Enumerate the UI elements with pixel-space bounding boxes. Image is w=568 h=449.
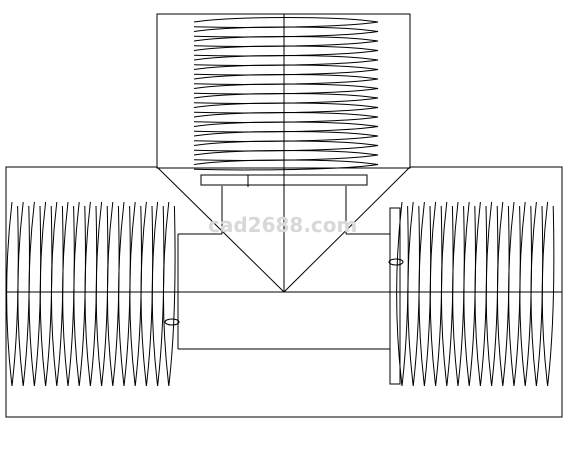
- thread-coil: [28, 201, 42, 387]
- thread-coil: [441, 201, 454, 387]
- thread-coil: [452, 201, 465, 387]
- thread-coil: [519, 201, 533, 387]
- watermark-text: cad2688.com: [208, 213, 357, 237]
- thread-coil: [17, 201, 31, 387]
- thread-coil: [396, 201, 409, 387]
- right-port-mark: [388, 258, 404, 266]
- thread-coil: [163, 201, 176, 387]
- thread-coil: [193, 159, 379, 171]
- thread-coil: [140, 201, 154, 387]
- thread-coil: [107, 201, 120, 387]
- left-threaded-port: [6, 201, 176, 387]
- top-thread-ledge: [200, 174, 368, 186]
- left-port-mark: [164, 318, 180, 326]
- thread-coil: [508, 201, 521, 387]
- right-port-sleeve: [389, 207, 401, 385]
- thread-coil: [51, 201, 64, 387]
- thread-coil: [429, 201, 443, 387]
- branch-cone-left: [156, 166, 285, 293]
- thread-coil: [118, 201, 131, 387]
- thread-coil: [541, 201, 555, 387]
- thread-coil: [530, 201, 544, 387]
- thread-coil: [497, 201, 510, 387]
- thread-coil: [463, 201, 477, 387]
- thread-coil: [62, 201, 75, 387]
- thread-coil: [474, 201, 488, 387]
- thread-coil: [418, 201, 432, 387]
- right-threaded-port: [396, 201, 555, 387]
- thread-coil: [39, 201, 53, 387]
- thread-coil: [6, 201, 19, 387]
- thread-coil: [407, 201, 421, 387]
- top-threaded-port: [193, 17, 379, 171]
- branch-cone-right: [283, 166, 411, 293]
- thread-coil: [151, 201, 165, 387]
- thread-coil: [95, 201, 109, 387]
- thread-coil: [485, 201, 499, 387]
- thread-coil: [73, 201, 87, 387]
- thread-coil: [129, 201, 143, 387]
- thread-coil: [84, 201, 98, 387]
